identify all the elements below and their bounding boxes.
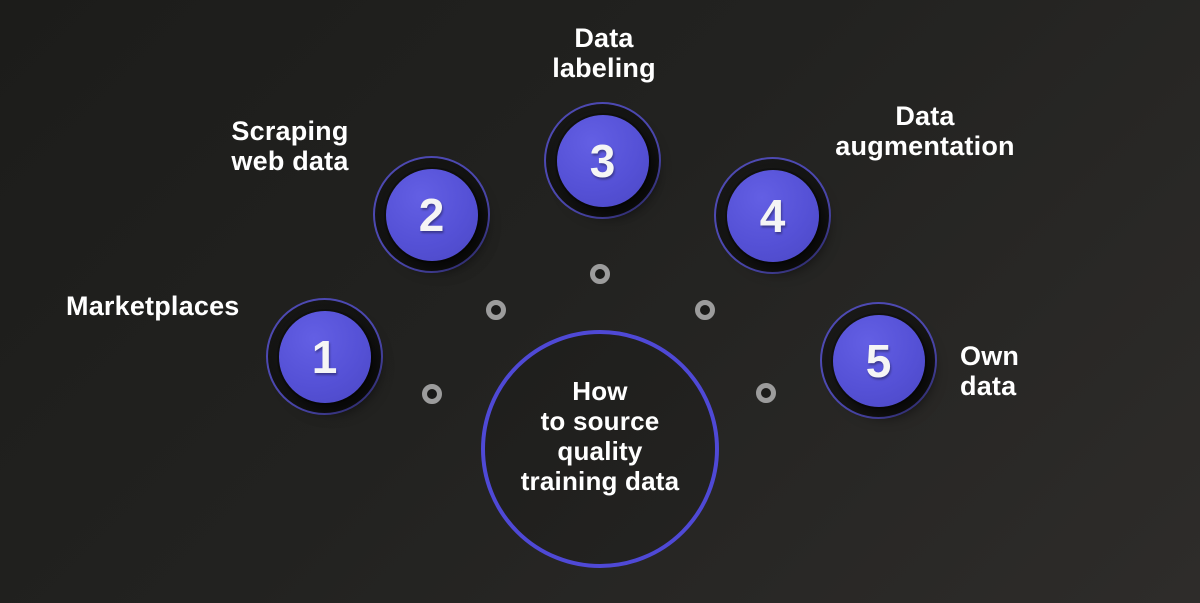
step-node-3-circle: 3 [556, 114, 649, 207]
central-title: How to source quality training data [520, 376, 680, 496]
step-node-1-circle: 1 [278, 310, 371, 403]
decor-ring-dot-5 [756, 383, 776, 403]
step-node-2: 2 [373, 156, 490, 273]
step-node-2-number: 2 [418, 188, 445, 241]
step-node-5: 5 [820, 302, 937, 419]
step-node-3-number: 3 [589, 134, 616, 187]
decor-ring-dot-4 [695, 300, 715, 320]
step-label-data-labeling: Data labeling [552, 23, 656, 83]
central-circle: How to source quality training data [481, 330, 719, 568]
step-node-3: 3 [544, 102, 661, 219]
step-node-2-circle: 2 [385, 168, 478, 261]
step-node-4-circle: 4 [726, 169, 819, 262]
step-node-4: 4 [714, 157, 831, 274]
step-node-4-number: 4 [759, 189, 786, 242]
step-node-1: 1 [266, 298, 383, 415]
step-node-5-circle: 5 [832, 314, 925, 407]
step-node-1-number: 1 [311, 330, 338, 383]
decor-ring-dot-2 [486, 300, 506, 320]
decor-ring-dot-1 [422, 384, 442, 404]
step-label-own-data: Own data [960, 341, 1020, 401]
step-label-marketplaces: Marketplaces [66, 291, 240, 321]
step-node-5-number: 5 [865, 334, 892, 387]
step-label-scraping-web-data: Scraping web data [231, 116, 349, 176]
decor-ring-dot-3 [590, 264, 610, 284]
step-label-data-augmentation: Data augmentation [835, 101, 1015, 161]
